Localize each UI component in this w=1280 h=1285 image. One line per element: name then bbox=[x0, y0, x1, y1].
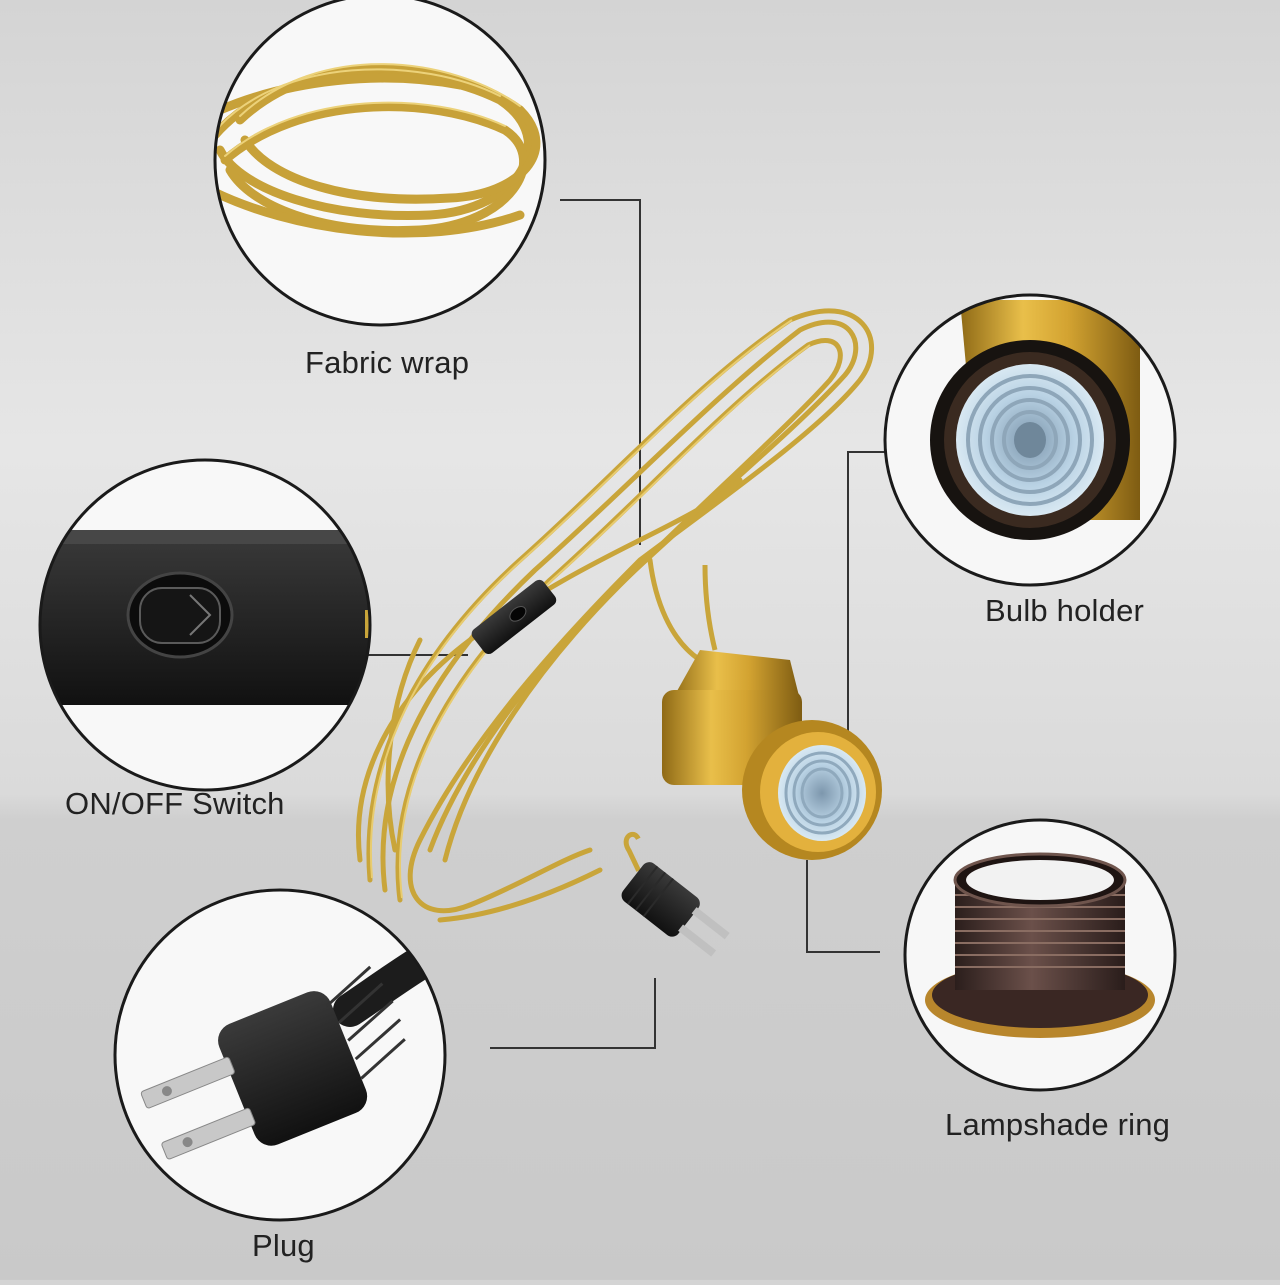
leader-line-fabric-wrap bbox=[560, 199, 641, 545]
label-lampshade-ring: Lampshade ring bbox=[945, 1107, 1171, 1142]
label-bulb-holder: Bulb holder bbox=[985, 593, 1145, 628]
inline-switch bbox=[471, 579, 557, 655]
leader-line-lampshade-ring bbox=[806, 860, 880, 953]
callout-lampshade-ring bbox=[903, 818, 1177, 1092]
callout-switch bbox=[38, 458, 372, 792]
leader-line-plug bbox=[490, 978, 656, 1049]
callout-fabric-wrap bbox=[213, 0, 547, 327]
label-switch: ON/OFF Switch bbox=[65, 786, 285, 821]
leader-line-bulb-holder bbox=[847, 451, 890, 742]
leader-lines bbox=[368, 199, 890, 1049]
center-plug bbox=[621, 831, 730, 957]
callout-bulb-holder bbox=[883, 293, 1177, 587]
pendant-bulb-holder bbox=[662, 564, 882, 860]
label-fabric-wrap: Fabric wrap bbox=[305, 345, 470, 380]
socket-thread-icon bbox=[966, 374, 1094, 506]
coiled-cord-highlight bbox=[370, 319, 811, 899]
callout-plug bbox=[113, 888, 447, 1222]
label-plug: Plug bbox=[252, 1228, 315, 1263]
